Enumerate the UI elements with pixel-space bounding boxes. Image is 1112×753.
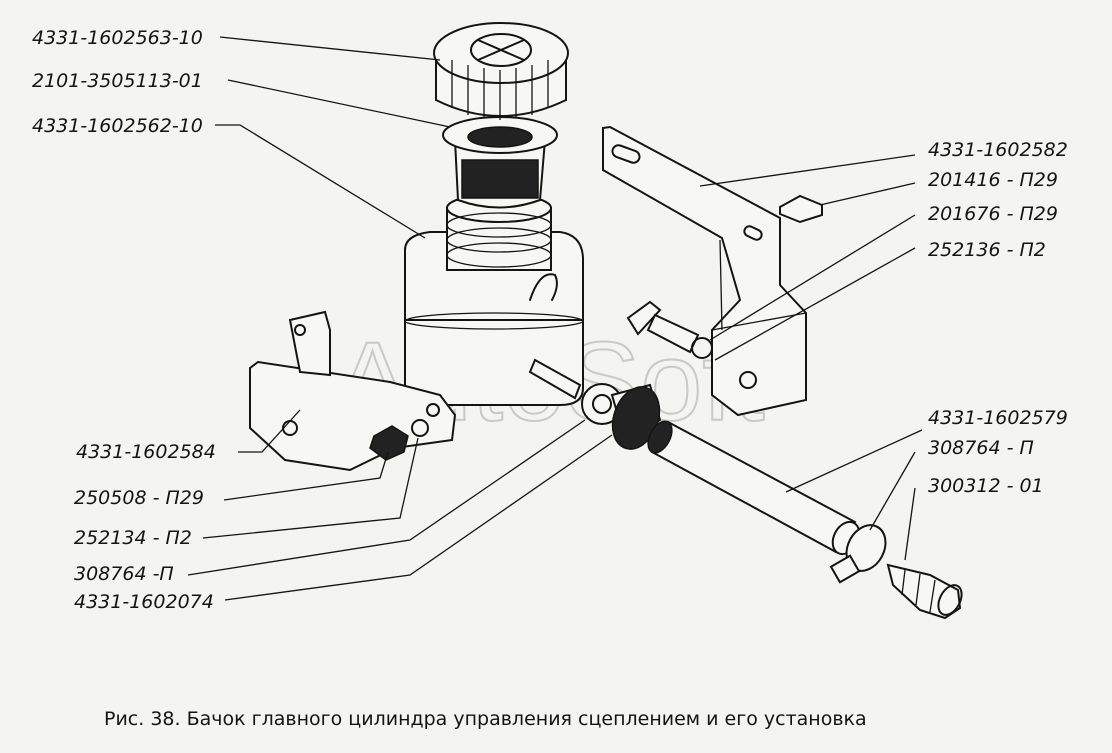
label-reservoir: 4331-1602562-10 (32, 115, 203, 137)
fitting-drawing (528, 358, 662, 450)
label-clamp-right: 308764 - П (928, 437, 1034, 459)
leader-lines (187, 36, 923, 601)
label-spring-washer: 252134 - П2 (74, 527, 192, 549)
union-drawing (886, 563, 963, 620)
right-clamp-drawing (829, 524, 887, 584)
label-washer-b: 252136 - П2 (928, 239, 1046, 261)
cap-drawing (433, 22, 569, 120)
label-bracket-left: 4331-1602584 (76, 441, 216, 463)
label-fitting: 4331-1602074 (74, 591, 214, 613)
label-union: 300312 - 01 (928, 475, 1044, 497)
gasket-drawing (442, 116, 558, 209)
label-nut: 250508 - П29 (74, 487, 204, 509)
label-washer-a: 201676 - П29 (928, 203, 1058, 225)
label-clamp-left: 308764 -П (74, 563, 174, 585)
label-hose: 4331-1602579 (928, 407, 1068, 429)
label-bracket-right: 4331-1602582 (928, 139, 1068, 161)
right-bracket-drawing (602, 125, 807, 417)
label-bolt-small: 201416 - П29 (928, 169, 1058, 191)
bolt-drawing (626, 194, 823, 359)
label-gasket: 2101-3505113-01 (32, 70, 203, 92)
label-cap: 4331-1602563-10 (32, 27, 203, 49)
figure-caption: Рис. 38. Бачок главного цилиндра управле… (104, 708, 867, 730)
left-bracket-drawing (249, 310, 457, 472)
